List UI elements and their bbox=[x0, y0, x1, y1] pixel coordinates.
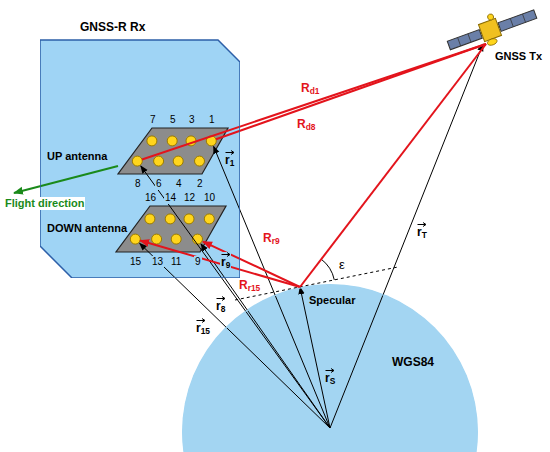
callout-number: 4 bbox=[175, 178, 183, 190]
callout-number: 12 bbox=[183, 192, 196, 204]
callout-number: 8 bbox=[134, 178, 142, 190]
vector-hat bbox=[196, 318, 206, 323]
vector-hat bbox=[221, 252, 231, 257]
path-label: Rd1 bbox=[300, 82, 320, 97]
callout-number: 14 bbox=[164, 192, 177, 204]
callout-number: 9 bbox=[194, 256, 202, 268]
antenna-name: UP antenna bbox=[46, 150, 108, 163]
path-label: Rr9 bbox=[262, 232, 281, 247]
callout-number: 1 bbox=[208, 114, 216, 126]
signal-paths bbox=[140, 44, 486, 287]
vector-label: rS bbox=[324, 368, 336, 387]
vector-hat bbox=[225, 150, 235, 155]
receiver-housing-fill bbox=[40, 40, 240, 278]
vector-hat bbox=[325, 368, 335, 373]
callout-number: 16 bbox=[144, 192, 157, 204]
callout-number: 3 bbox=[188, 114, 196, 126]
callout-number: 10 bbox=[203, 192, 216, 204]
housing-outline bbox=[40, 18, 240, 278]
callout-number: 6 bbox=[155, 178, 163, 190]
vector-label: r15 bbox=[195, 318, 211, 337]
vector-hat bbox=[216, 296, 226, 301]
callout-number: 15 bbox=[129, 256, 142, 268]
direction-label: Flight direction bbox=[4, 197, 85, 210]
vector-label: rT bbox=[416, 222, 428, 241]
flight-direction-arrow bbox=[14, 166, 118, 193]
callout-number: 7 bbox=[149, 114, 157, 126]
antenna-elements bbox=[130, 136, 216, 244]
position-vectors bbox=[140, 44, 483, 428]
callout-number: 5 bbox=[169, 114, 177, 126]
vector-label: r8 bbox=[215, 296, 226, 315]
callout-number: 2 bbox=[196, 178, 204, 190]
elevation-arc bbox=[321, 259, 334, 280]
receiver-title: GNSS-R Rx bbox=[80, 20, 145, 34]
path-label: Rd8 bbox=[296, 118, 316, 133]
vector-label: r1 bbox=[224, 150, 235, 169]
receiver-housing: GNSS-R Rx bbox=[40, 18, 240, 278]
callout-number: 13 bbox=[151, 256, 164, 268]
up-antenna-panel bbox=[118, 128, 228, 174]
callout-number: 11 bbox=[170, 256, 182, 268]
angle-symbol: ε bbox=[338, 258, 346, 273]
ellipsoid-name: WGS84 bbox=[392, 355, 434, 369]
point-name: Specular bbox=[308, 294, 356, 307]
vector-label: r9 bbox=[220, 252, 231, 271]
vector-hat bbox=[417, 222, 427, 227]
antenna-name: DOWN antenna bbox=[46, 222, 128, 235]
path-label: Rr15 bbox=[238, 279, 261, 294]
satellite-name: GNSS Tx bbox=[494, 50, 543, 63]
